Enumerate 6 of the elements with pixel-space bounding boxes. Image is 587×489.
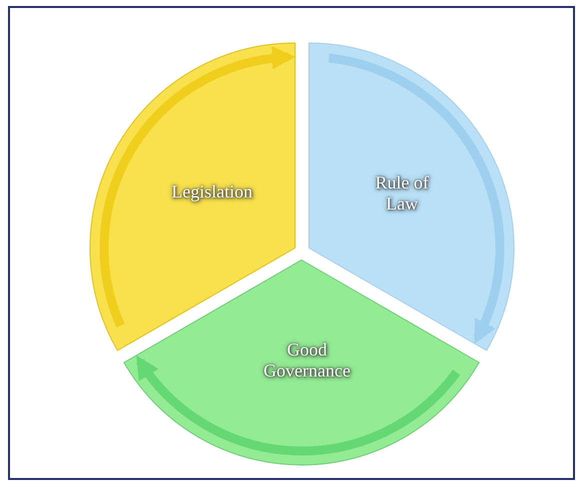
curved-arrow [136,356,460,456]
segment-label: Good Governance [262,339,352,381]
segment-label: Rule of Law [374,172,430,214]
curved-arrow [328,54,504,344]
segment-label: Legislation [170,182,254,202]
pie-segment [124,260,480,465]
